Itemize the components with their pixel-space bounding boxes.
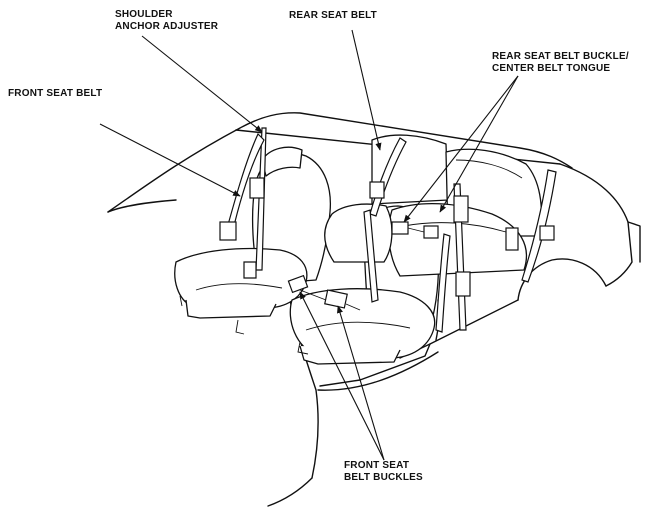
label-rear-buckle-center-tongue: REAR SEAT BELT BUCKLE/ CENTER BELT TONGU… [492,51,629,75]
front-left-seat [174,146,332,335]
rear-left-seat-belt [363,137,407,303]
label-front-buckles-line-1: FRONT SEAT [344,460,410,471]
front-left-seat-belt [219,127,267,279]
center-belt-tongue-and-buckle [391,221,439,239]
rear-bench-seat [324,134,543,277]
label-rear-buckle-line-1: REAR SEAT BELT BUCKLE/ [492,51,629,62]
leader-rear-buckle-2 [403,75,519,223]
leader-front-buckle-2 [337,305,385,461]
label-shoulder-anchor-adjuster: SHOULDER ANCHOR ADJUSTER [115,9,218,33]
front-seat-belt-buckle-units [287,274,361,311]
leader-rear-seat-belt [351,29,382,151]
front-right-seat-belt [435,183,471,333]
label-shoulder-line-1: SHOULDER [115,9,173,20]
leader-rear-buckle-1 [439,75,519,213]
leader-lines [99,29,519,461]
leader-front-seat-belt [99,123,241,197]
leader-front-buckle-1 [299,291,385,461]
label-front-seat-belt: FRONT SEAT BELT [8,88,102,100]
label-front-buckles-line-2: BELT BUCKLES [344,472,423,483]
label-rear-seat-belt: REAR SEAT BELT [289,10,377,22]
label-front-seat-belt-text: FRONT SEAT BELT [8,88,103,99]
rear-right-seat-belt [505,169,557,283]
label-rear-buckle-line-2: CENTER BELT TONGUE [492,63,611,74]
label-shoulder-line-2: ANCHOR ADJUSTER [115,21,219,32]
label-rear-seat-belt-text: REAR SEAT BELT [289,10,377,21]
leader-shoulder-anchor [141,35,263,133]
label-front-seat-belt-buckles: FRONT SEAT BELT BUCKLES [344,460,423,484]
